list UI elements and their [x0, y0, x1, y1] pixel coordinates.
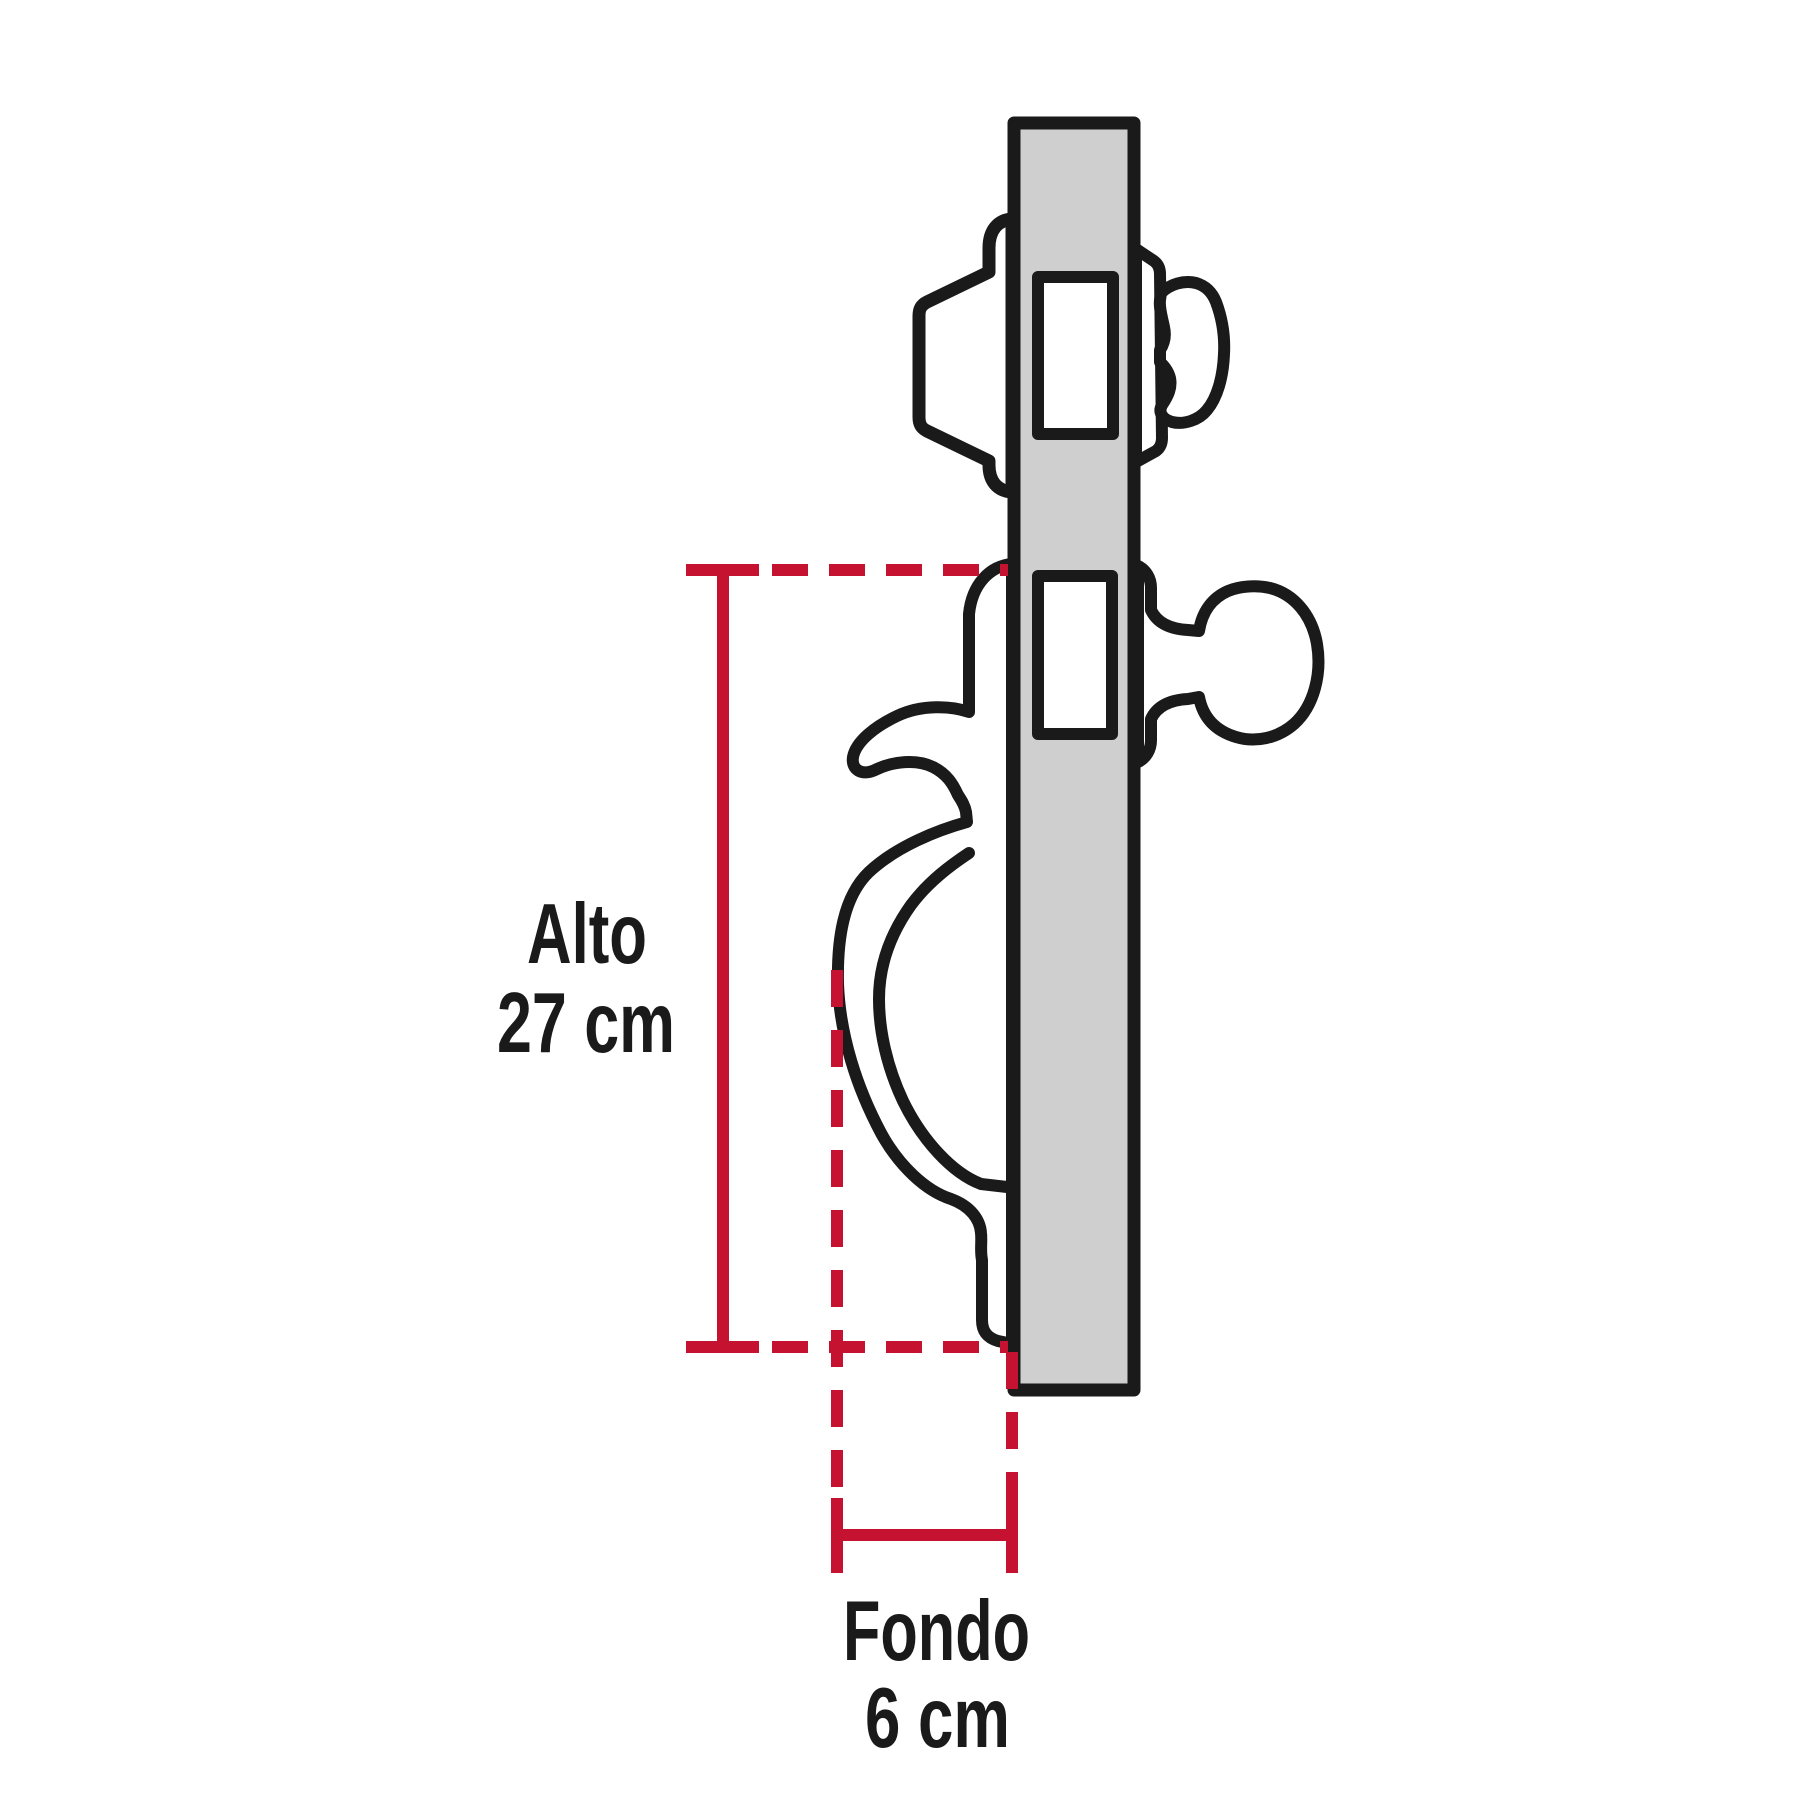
- height-dimension: [686, 564, 1008, 1353]
- thumbturn-wing: [1153, 276, 1231, 429]
- depth-label: Fondo: [843, 1584, 1030, 1679]
- height-label: Alto: [527, 887, 647, 982]
- depth-value: 6 cm: [865, 1671, 1010, 1766]
- deadbolt-housing: [912, 212, 1019, 499]
- handle-inner-edge: [873, 847, 1013, 1193]
- deadbolt-latch-cutout: [1032, 271, 1119, 440]
- pull-handle: [831, 558, 1018, 1350]
- height-value: 27 cm: [497, 976, 675, 1071]
- door-knob: [1132, 560, 1325, 768]
- depth-dimension: [831, 970, 1018, 1573]
- knob-latch-cutout: [1032, 570, 1118, 740]
